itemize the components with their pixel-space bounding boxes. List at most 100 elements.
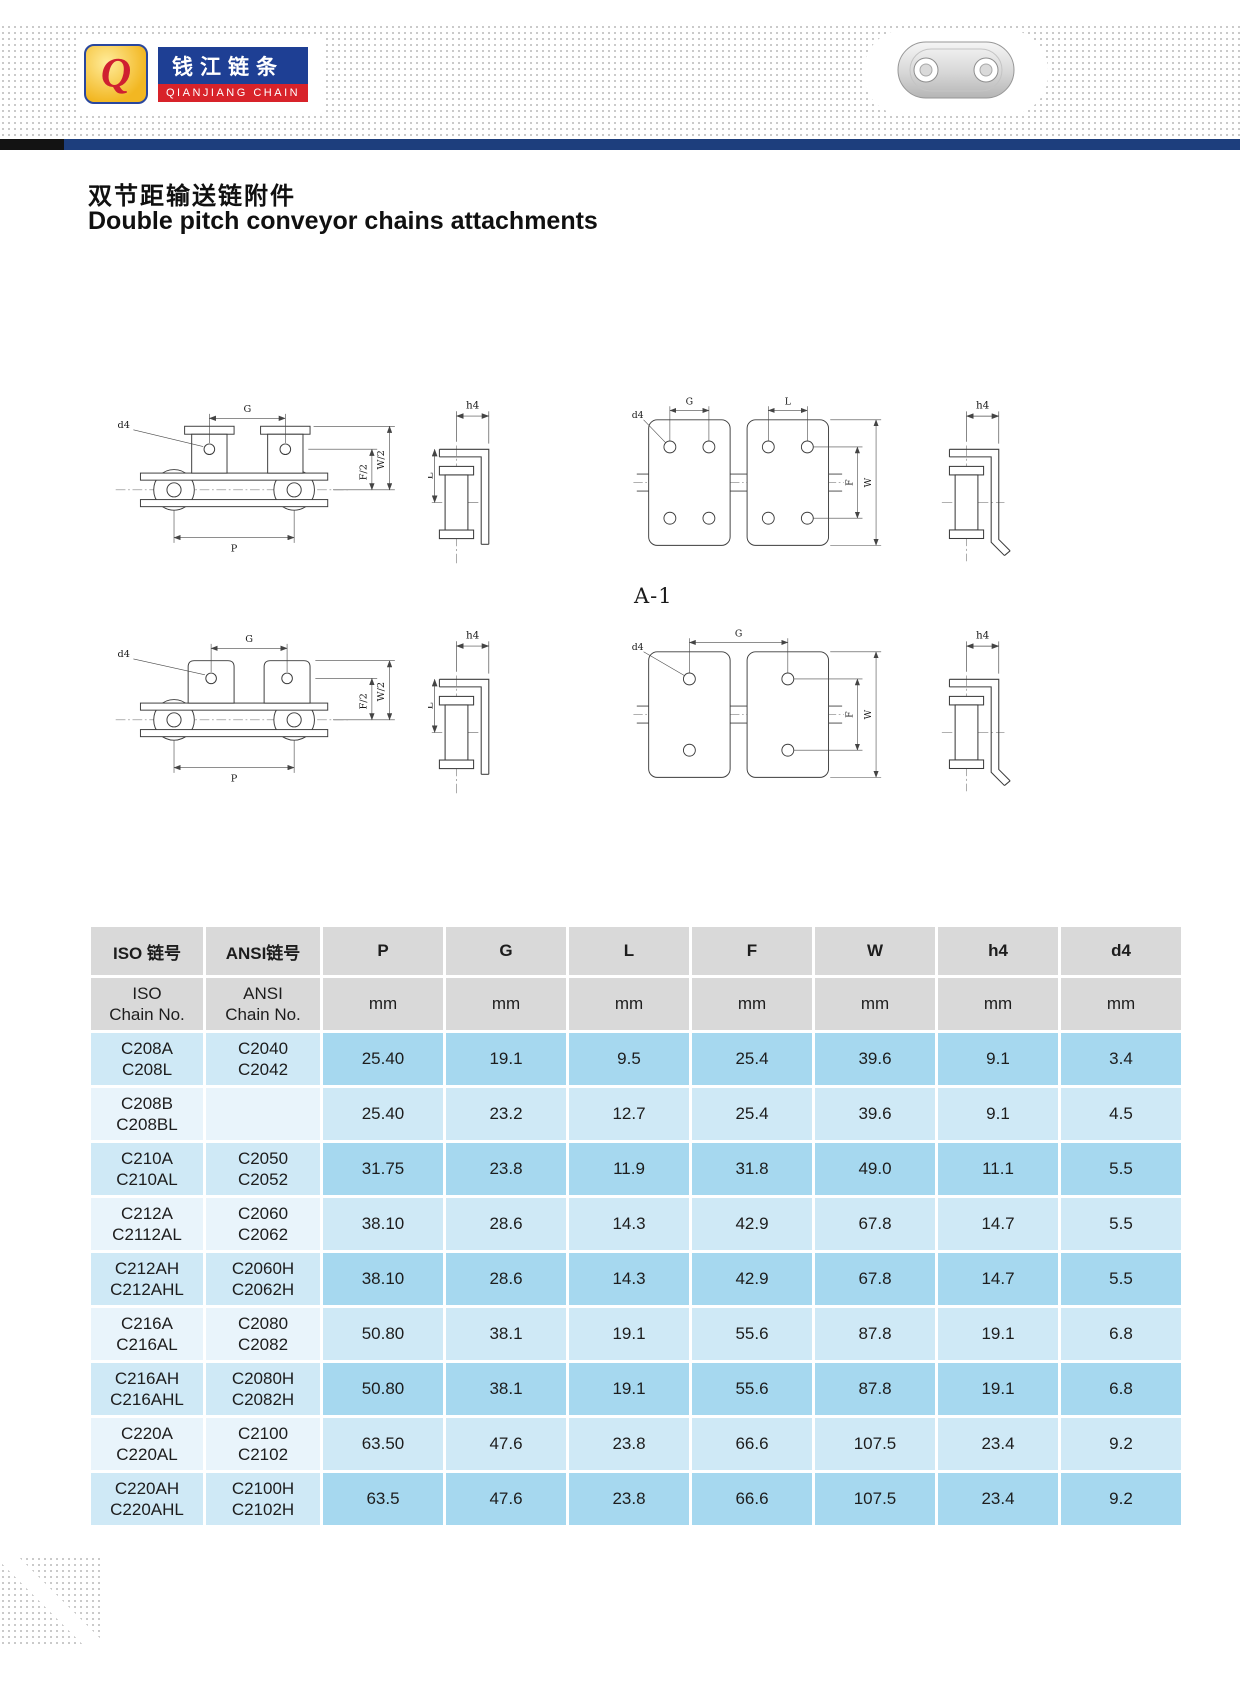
page-title-cn: 双节距输送链附件: [88, 183, 296, 210]
dim-label-g: G: [735, 629, 742, 640]
cell-value: 9.2: [1061, 1418, 1181, 1470]
drawing-side-view-single-hole: G d4 P F/2 W/2: [110, 628, 420, 792]
dim-label-h4: h4: [466, 629, 480, 641]
cell-value: 23.8: [569, 1473, 689, 1525]
cell-value: 5.5: [1061, 1143, 1181, 1195]
cell-value: 14.7: [938, 1198, 1058, 1250]
dim-label-h4: h4: [976, 630, 990, 642]
divider-bar-navy: [64, 139, 1240, 150]
logo-mark-icon: Q: [84, 44, 148, 104]
cell-value: 23.4: [938, 1418, 1058, 1470]
col-header-dim: F: [692, 927, 812, 975]
dim-label-g: G: [686, 397, 693, 408]
cell-value: 19.1: [569, 1308, 689, 1360]
logo-text: 钱江链条 QIANJIANG CHAIN: [158, 46, 309, 102]
cell-value: 14.7: [938, 1253, 1058, 1305]
col-header-ansi: ANSI链号: [206, 927, 320, 975]
col-header-dim: G: [446, 927, 566, 975]
col-header-dim: h4: [938, 927, 1058, 975]
cell-value: 87.8: [815, 1308, 935, 1360]
dim-label-w-half: W/2: [376, 682, 387, 701]
drawing-end-view-single-hole-right: h4: [938, 630, 1014, 801]
cell-value: 49.0: [815, 1143, 935, 1195]
cell-value: 67.8: [815, 1198, 935, 1250]
cell-value: 87.8: [815, 1363, 935, 1415]
cell-value: 39.6: [815, 1088, 935, 1140]
cell-value: 67.8: [815, 1253, 935, 1305]
cell-value: 25.40: [323, 1033, 443, 1085]
cell-value: 9.1: [938, 1088, 1058, 1140]
col-unit: mm: [815, 978, 935, 1030]
cell-value: 63.50: [323, 1418, 443, 1470]
dim-label-g: G: [245, 634, 253, 645]
cell-value: 31.8: [692, 1143, 812, 1195]
col-header-dim: L: [569, 927, 689, 975]
cell-value: 107.5: [815, 1473, 935, 1525]
drawing-end-view-two-hole: h4 L: [424, 398, 504, 574]
cell-value: 5.5: [1061, 1198, 1181, 1250]
divider-bar-black: [0, 139, 64, 150]
col-header-dim: W: [815, 927, 935, 975]
dim-label-w-half: W/2: [376, 450, 387, 469]
dim-label-d4: d4: [632, 410, 644, 421]
cell-value: 42.9: [692, 1253, 812, 1305]
dim-label-f-half: F/2: [359, 693, 370, 709]
cell-value: 25.40: [323, 1088, 443, 1140]
dim-label-h4: h4: [466, 399, 480, 411]
dim-label-l: L: [785, 397, 791, 408]
col-header-dim: P: [323, 927, 443, 975]
cell-value: 66.6: [692, 1418, 812, 1470]
cell-value: 14.3: [569, 1198, 689, 1250]
cell-value: 23.2: [446, 1088, 566, 1140]
cell-value: 66.6: [692, 1473, 812, 1525]
logo-monogram: Q: [100, 51, 132, 97]
col-unit: mm: [1061, 978, 1181, 1030]
col-unit: mm: [323, 978, 443, 1030]
cell-ansi: [206, 1088, 320, 1140]
cell-value: 23.4: [938, 1473, 1058, 1525]
cell-value: 5.5: [1061, 1253, 1181, 1305]
cell-value: 25.4: [692, 1033, 812, 1085]
dotted-pattern-bottom: [0, 1556, 104, 1648]
dim-label-w: W: [863, 477, 874, 487]
cell-value: 38.1: [446, 1363, 566, 1415]
cell-value: 23.8: [446, 1143, 566, 1195]
col-unit: mm: [692, 978, 812, 1030]
col-unit: mm: [446, 978, 566, 1030]
chain-link-image: [864, 30, 1048, 115]
dim-label-p: P: [231, 774, 238, 785]
figure-label: A-1: [634, 584, 673, 608]
page-title-en: Double pitch conveyor chains attachments: [88, 207, 598, 235]
cell-value: 38.10: [323, 1253, 443, 1305]
divider-bar: [0, 139, 1240, 150]
dim-label-p: P: [231, 544, 238, 555]
dim-label-f: F: [844, 711, 855, 718]
cell-value: 19.1: [446, 1033, 566, 1085]
cell-value: 6.8: [1061, 1363, 1181, 1415]
cell-value: 19.1: [569, 1363, 689, 1415]
col-unit: mm: [938, 978, 1058, 1030]
dim-label-d4: d4: [632, 642, 644, 653]
dim-label-d4: d4: [117, 420, 129, 431]
brand-name-cn: 钱江链条: [158, 46, 309, 84]
cell-value: 55.6: [692, 1308, 812, 1360]
drawing-plan-view-single-hole: G d4 F W: [630, 628, 910, 807]
dim-label-w: W: [863, 709, 874, 719]
